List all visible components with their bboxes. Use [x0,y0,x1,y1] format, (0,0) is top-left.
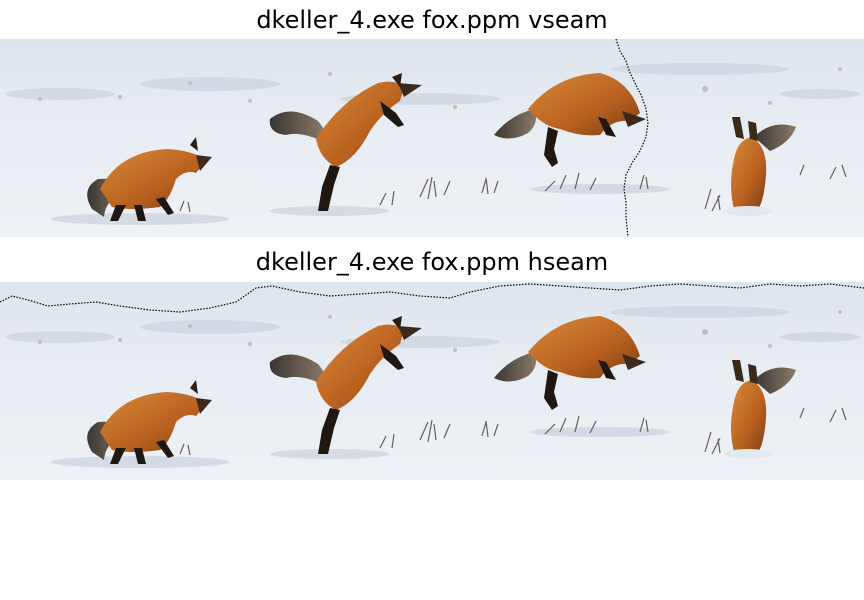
panel-caption-hseam: dkeller_4.exe fox.ppm hseam [255,248,609,276]
fox-image-hseam [0,282,864,480]
fox-image-vseam [0,39,864,237]
panel-caption-vseam: dkeller_4.exe fox.ppm vseam [256,6,608,34]
fox-head-in-snow [724,360,796,459]
fox-diving [494,316,646,410]
fox-rising [269,316,422,454]
hseam-image-panel [0,282,864,480]
horizontal-seam-line [0,283,864,313]
fox-standing [87,137,212,221]
vertical-seam-line [615,39,649,237]
vseam-image-panel [0,39,864,237]
fox-diving [494,73,646,167]
fox-rising [269,73,422,211]
fox-head-in-snow [724,117,796,216]
fox-standing [87,380,212,464]
